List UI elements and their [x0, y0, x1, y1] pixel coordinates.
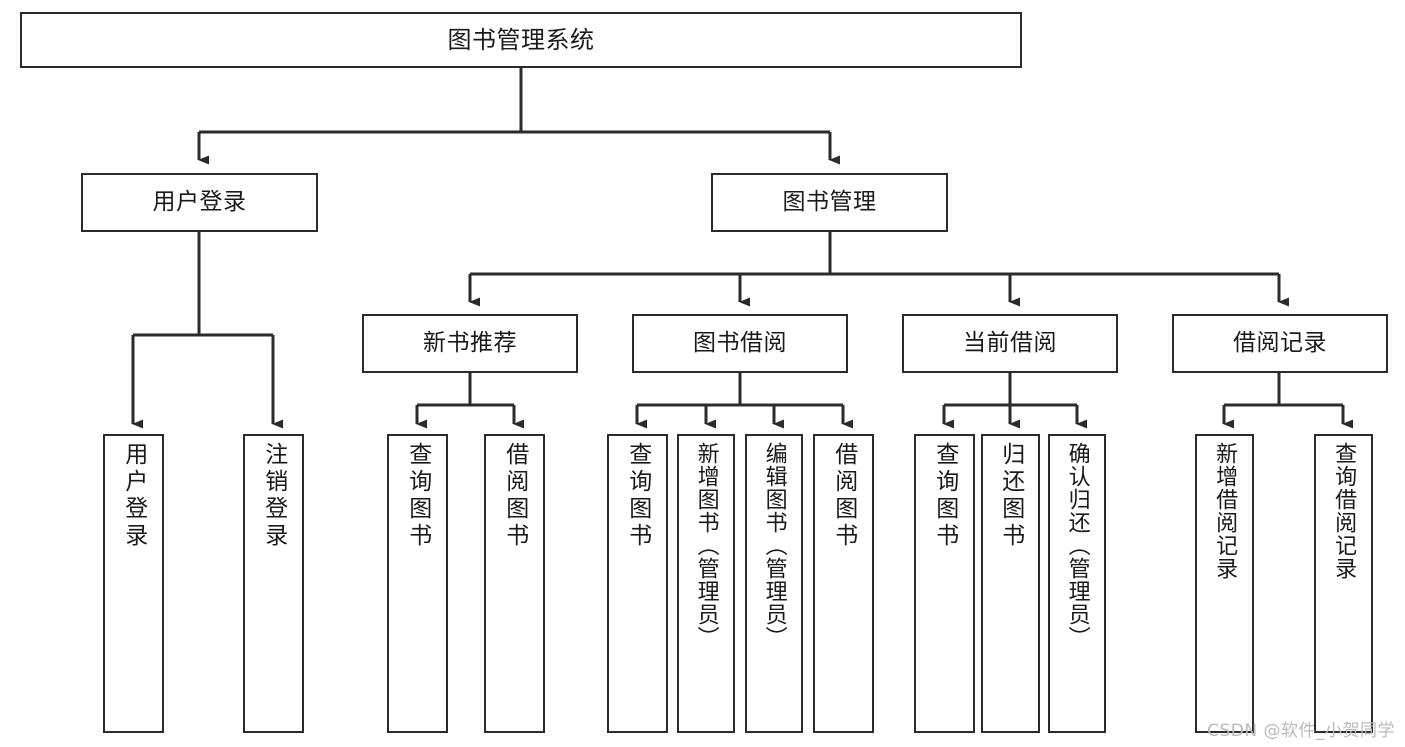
node-leaf-add-book-label: 新增图书（管理员）: [693, 442, 719, 649]
node-leaf-return-book-label: 归还图书: [997, 442, 1024, 550]
node-leaf-query-record-label: 查询借阅记录: [1331, 442, 1357, 580]
node-leaf-query-book-1[interactable]: 查询图书: [387, 434, 448, 733]
node-leaf-edit-book[interactable]: 编辑图书（管理员）: [745, 434, 803, 733]
node-new-book-rec[interactable]: 新书推荐: [362, 314, 578, 373]
node-leaf-query-book-1-label: 查询图书: [404, 442, 431, 550]
node-leaf-confirm-return-label: 确认归还（管理员）: [1064, 442, 1090, 649]
node-leaf-logout-label: 注销登录: [260, 442, 287, 550]
node-leaf-add-record-label: 新增借阅记录: [1212, 442, 1238, 580]
node-current-borrow[interactable]: 当前借阅: [902, 314, 1118, 373]
node-book-manage-label: 图书管理: [782, 188, 877, 215]
node-user-login-label: 用户登录: [152, 188, 247, 215]
node-leaf-query-book-2-label: 查询图书: [624, 442, 651, 550]
node-book-borrow-label: 图书借阅: [693, 329, 787, 356]
node-leaf-user-login-label: 用户登录: [120, 442, 147, 550]
node-leaf-borrow-book-2-label: 借阅图书: [830, 442, 857, 550]
node-current-borrow-label: 当前借阅: [963, 329, 1057, 356]
node-leaf-add-record[interactable]: 新增借阅记录: [1195, 434, 1254, 733]
node-new-book-rec-label: 新书推荐: [423, 329, 517, 356]
node-leaf-borrow-book-2[interactable]: 借阅图书: [813, 434, 874, 733]
node-leaf-query-book-2[interactable]: 查询图书: [607, 434, 668, 733]
node-borrow-record[interactable]: 借阅记录: [1172, 314, 1388, 373]
node-user-login[interactable]: 用户登录: [81, 173, 318, 232]
node-leaf-return-book[interactable]: 归还图书: [981, 434, 1040, 733]
node-leaf-query-book-3-label: 查询图书: [931, 442, 958, 550]
node-leaf-borrow-book-1[interactable]: 借阅图书: [484, 434, 545, 733]
node-leaf-query-book-3[interactable]: 查询图书: [914, 434, 975, 733]
node-leaf-query-record[interactable]: 查询借阅记录: [1314, 434, 1373, 733]
node-leaf-borrow-book-1-label: 借阅图书: [501, 442, 528, 550]
node-leaf-user-login[interactable]: 用户登录: [103, 434, 164, 733]
node-root[interactable]: 图书管理系统: [20, 12, 1022, 68]
node-root-label: 图书管理系统: [447, 25, 595, 54]
node-leaf-add-book[interactable]: 新增图书（管理员）: [677, 434, 735, 733]
node-book-borrow[interactable]: 图书借阅: [632, 314, 848, 373]
node-book-manage[interactable]: 图书管理: [711, 173, 948, 232]
node-leaf-confirm-return[interactable]: 确认归还（管理员）: [1048, 434, 1106, 733]
node-borrow-record-label: 借阅记录: [1233, 329, 1327, 356]
node-leaf-logout[interactable]: 注销登录: [243, 434, 304, 733]
csdn-watermark: CSDN @软件_小贺同学: [1207, 721, 1395, 741]
node-leaf-edit-book-label: 编辑图书（管理员）: [761, 442, 787, 649]
